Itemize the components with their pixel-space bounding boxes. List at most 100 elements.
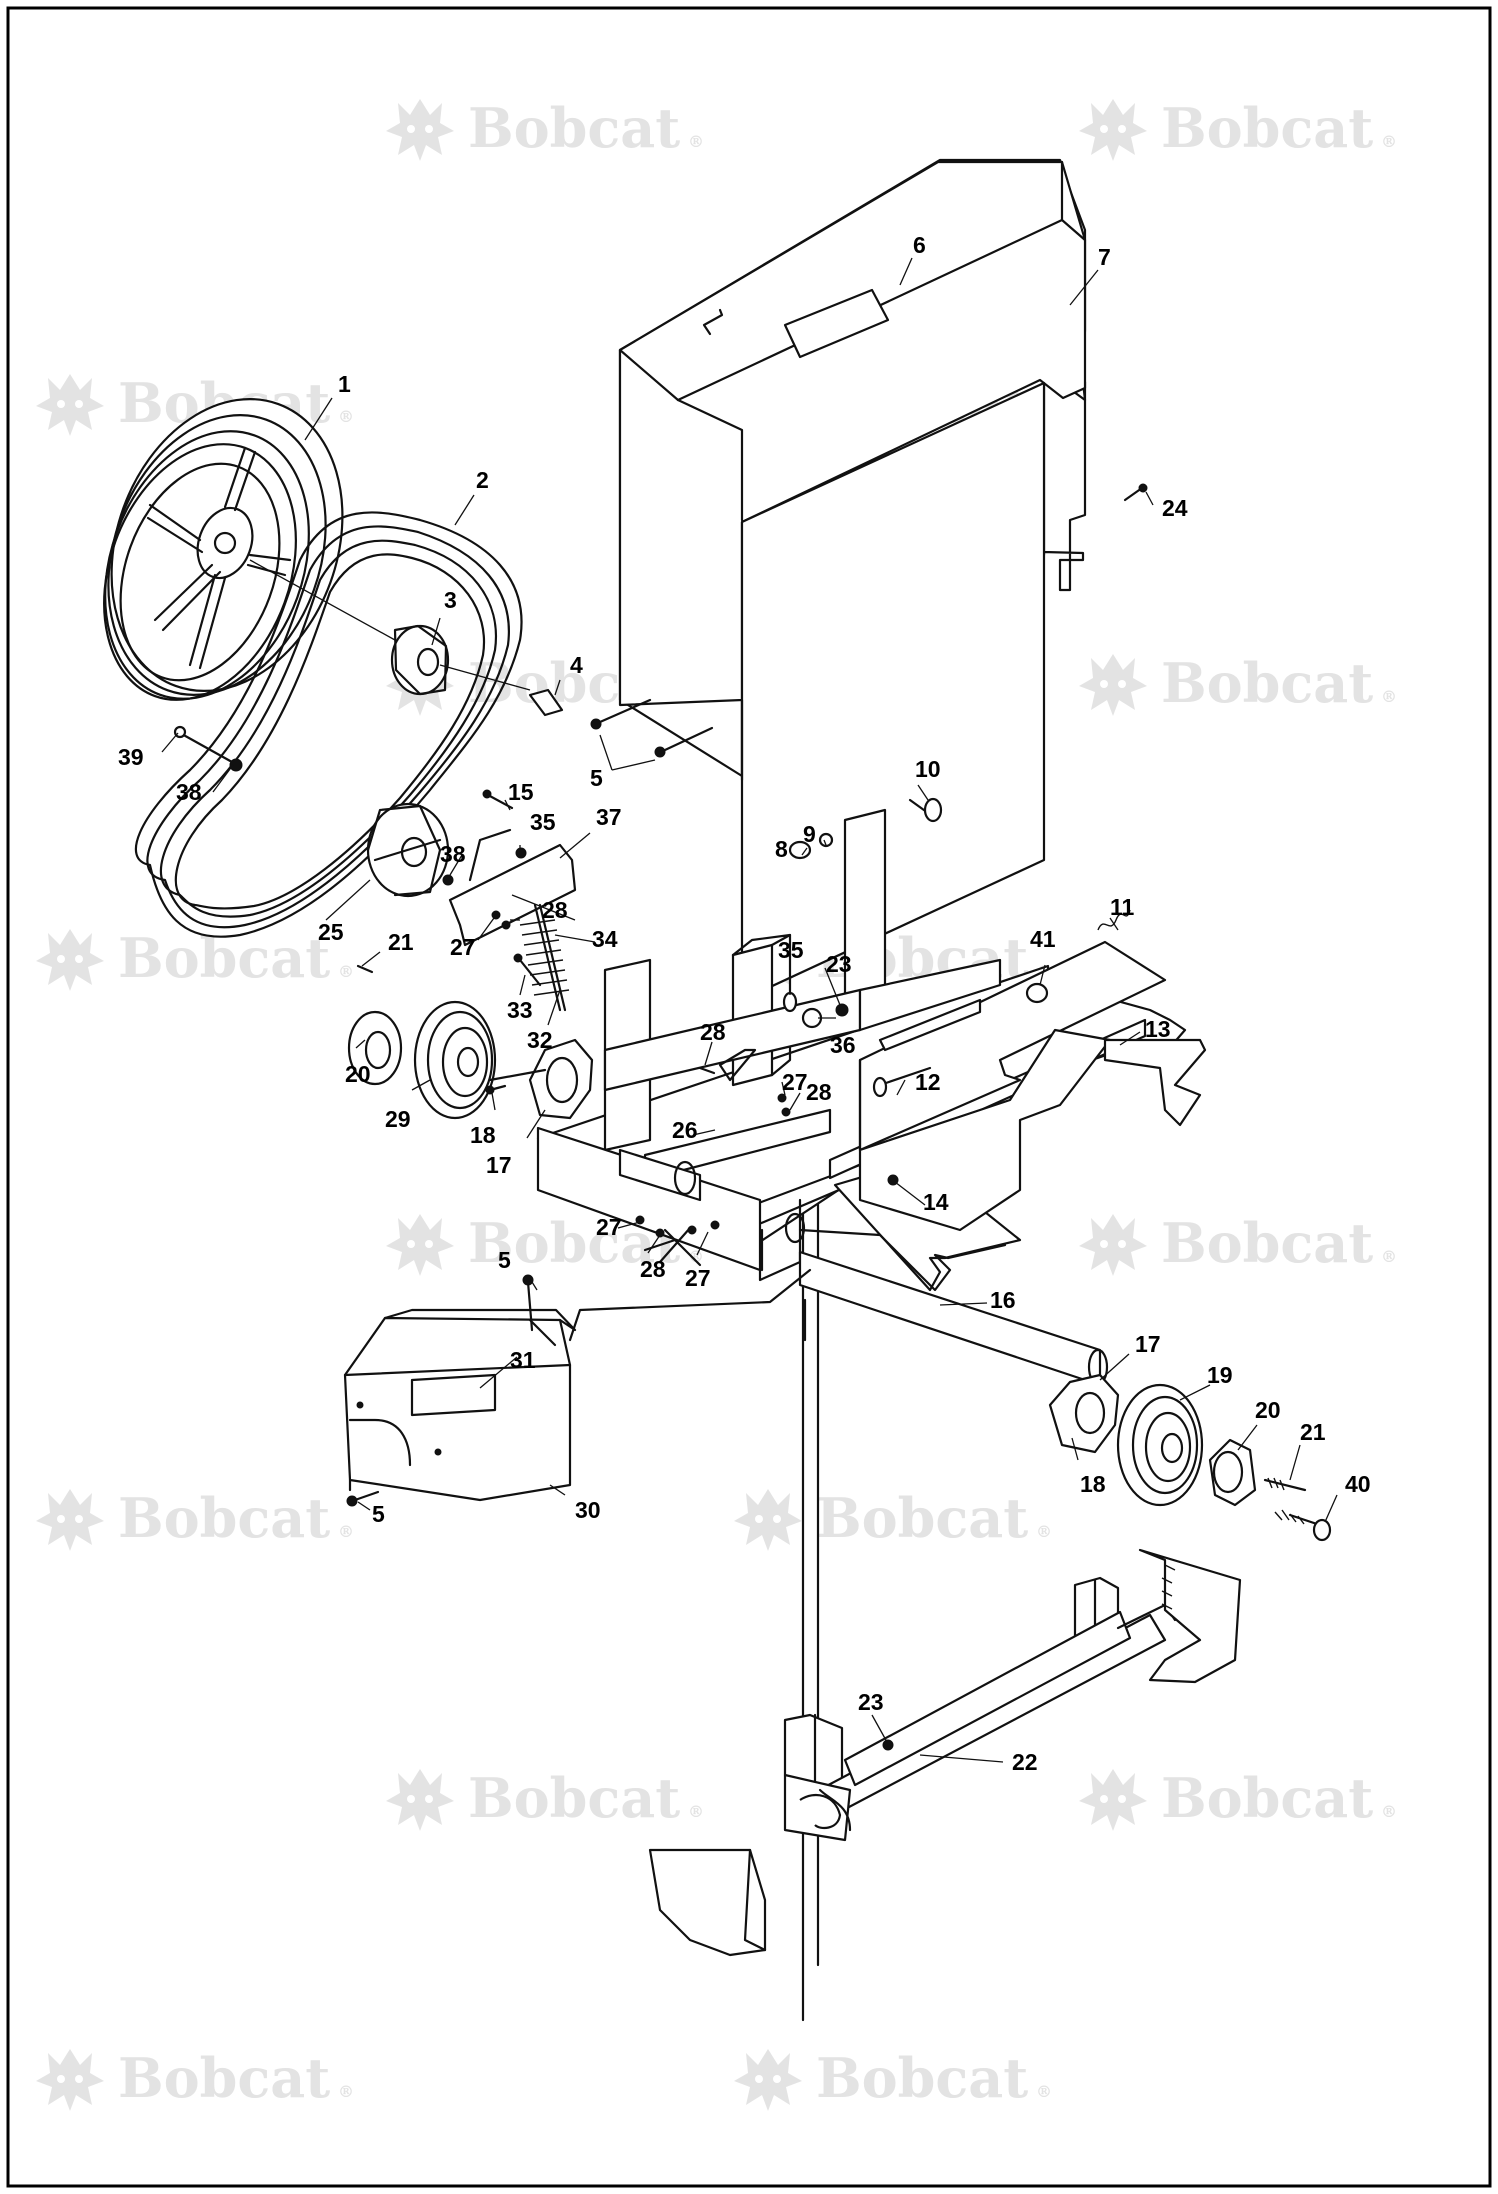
callout-34: 34 xyxy=(592,926,618,952)
callout-23a: 23 xyxy=(826,951,852,977)
callout-21a: 21 xyxy=(388,929,414,955)
callout-28a: 28 xyxy=(542,897,568,923)
callout-35a: 35 xyxy=(530,809,556,835)
watermark-text: Bobcat xyxy=(816,1486,1028,1550)
bobcat-watermark: Bobcat® xyxy=(734,1486,1052,1551)
watermark-registered-mark: ® xyxy=(1381,1802,1397,1821)
part-key xyxy=(528,688,564,717)
part-v-belts xyxy=(134,511,523,938)
label-window-31 xyxy=(410,1373,497,1417)
bobcat-logo-icon xyxy=(36,374,104,436)
callout-28d: 28 xyxy=(640,1256,666,1282)
watermark-registered-mark: ® xyxy=(1036,2082,1052,2101)
callout-8: 8 xyxy=(775,836,788,862)
part-main-frame xyxy=(536,808,1207,1387)
bobcat-logo-icon xyxy=(1079,654,1147,716)
watermark-text: Bobcat xyxy=(816,2046,1028,2110)
callout-23b: 23 xyxy=(858,1689,884,1715)
bobcat-watermark: Bobcat ® xyxy=(36,2046,354,2111)
watermark-text: Bobcat xyxy=(468,1766,680,1830)
callout-12: 12 xyxy=(915,1069,941,1095)
border-frame xyxy=(6,6,1492,2188)
watermark-registered-mark: ® xyxy=(338,2082,354,2101)
callout-24: 24 xyxy=(1162,495,1188,521)
part-motor-hub xyxy=(390,624,531,696)
callout-5b: 5 xyxy=(498,1247,511,1273)
callout-32: 32 xyxy=(527,1027,553,1053)
label-window-6 xyxy=(783,288,890,359)
callout-21b: 21 xyxy=(1300,1419,1326,1445)
watermark-text: Bobcat xyxy=(118,2046,330,2110)
callout-7: 7 xyxy=(1098,244,1111,270)
part-right-pulley-group xyxy=(1048,1373,1332,1542)
bobcat-logo-icon xyxy=(386,1769,454,1831)
part-guard-screw xyxy=(526,1280,534,1332)
bobcat-watermark: Bobcat ® xyxy=(1079,1211,1397,1276)
hardware-small-parts xyxy=(173,483,1148,1751)
callout-6: 6 xyxy=(913,232,926,258)
callout-3: 3 xyxy=(444,587,457,613)
watermark-registered-mark: ® xyxy=(1381,687,1397,706)
callout-22: 22 xyxy=(1012,1749,1038,1775)
callout-10: 10 xyxy=(915,756,941,782)
callout-20a: 20 xyxy=(345,1061,371,1087)
callout-17b: 17 xyxy=(1135,1331,1161,1357)
watermark-registered-mark: ® xyxy=(688,1802,704,1821)
callout-31: 31 xyxy=(510,1347,536,1373)
bobcat-logo-icon xyxy=(36,2049,104,2111)
bobcat-logo-icon xyxy=(1079,1769,1147,1831)
watermark-registered-mark: ® xyxy=(688,1247,704,1266)
callout-13: 13 xyxy=(1145,1016,1171,1042)
bobcat-watermark: Bobcat ® xyxy=(386,1766,704,1831)
watermark-registered-mark: ® xyxy=(688,132,704,151)
bobcat-logo-icon xyxy=(1079,1214,1147,1276)
drawing-parts xyxy=(103,158,1338,2022)
watermark-text: Bobcat xyxy=(1161,96,1373,160)
callout-35b: 35 xyxy=(778,937,804,963)
callout-27c: 27 xyxy=(596,1214,622,1240)
callout-40: 40 xyxy=(1345,1471,1371,1497)
callout-19: 19 xyxy=(1207,1362,1233,1388)
watermark-text: Bobcat xyxy=(1161,1211,1373,1275)
part-idler-pulley xyxy=(366,802,450,898)
bobcat-watermark: Bobcat ® xyxy=(36,1486,354,1551)
callout-11: 11 xyxy=(1110,894,1135,920)
callout-37: 37 xyxy=(596,804,622,830)
bobcat-watermark: Bobcat® xyxy=(386,96,704,161)
callout-30: 30 xyxy=(575,1497,601,1523)
callout-29: 29 xyxy=(385,1106,411,1132)
part-belt-guard xyxy=(343,1268,812,1502)
callout-27d: 27 xyxy=(685,1265,711,1291)
callout-28c: 28 xyxy=(806,1079,832,1105)
bobcat-logo-icon xyxy=(386,99,454,161)
bobcat-logo-icon xyxy=(1079,99,1147,161)
callout-26: 26 xyxy=(672,1117,698,1143)
callout-2: 2 xyxy=(476,467,489,493)
watermark-text: Bobcat xyxy=(1161,1766,1373,1830)
part-large-pulley xyxy=(103,398,396,701)
bobcat-watermark: Bobcat® xyxy=(36,926,354,991)
bobcat-logo-icon xyxy=(734,1489,802,1551)
watermark-registered-mark: ® xyxy=(338,1522,354,1541)
callout-41: 41 xyxy=(1030,926,1056,952)
watermark-registered-mark: ® xyxy=(338,407,354,426)
callout-16: 16 xyxy=(990,1287,1016,1313)
part-skid-axle xyxy=(648,1548,1242,1957)
leader-lines xyxy=(161,257,1338,1763)
callout-1: 1 xyxy=(338,371,351,397)
callout-27b: 27 xyxy=(782,1069,808,1095)
callout-27a: 27 xyxy=(450,934,476,960)
bobcat-logo-icon xyxy=(386,1214,454,1276)
watermark-text: Bobcat xyxy=(118,1486,330,1550)
callout-28b: 28 xyxy=(700,1019,726,1045)
bobcat-logo-icon xyxy=(36,929,104,991)
callout-20b: 20 xyxy=(1255,1397,1281,1423)
callout-5c: 5 xyxy=(372,1501,385,1527)
bobcat-watermark: Bobcat ® xyxy=(1079,1766,1397,1831)
watermark-registered-mark: ® xyxy=(1381,1247,1397,1266)
callout-5a: 5 xyxy=(590,765,603,791)
part-guard-screw-2 xyxy=(353,1490,380,1502)
